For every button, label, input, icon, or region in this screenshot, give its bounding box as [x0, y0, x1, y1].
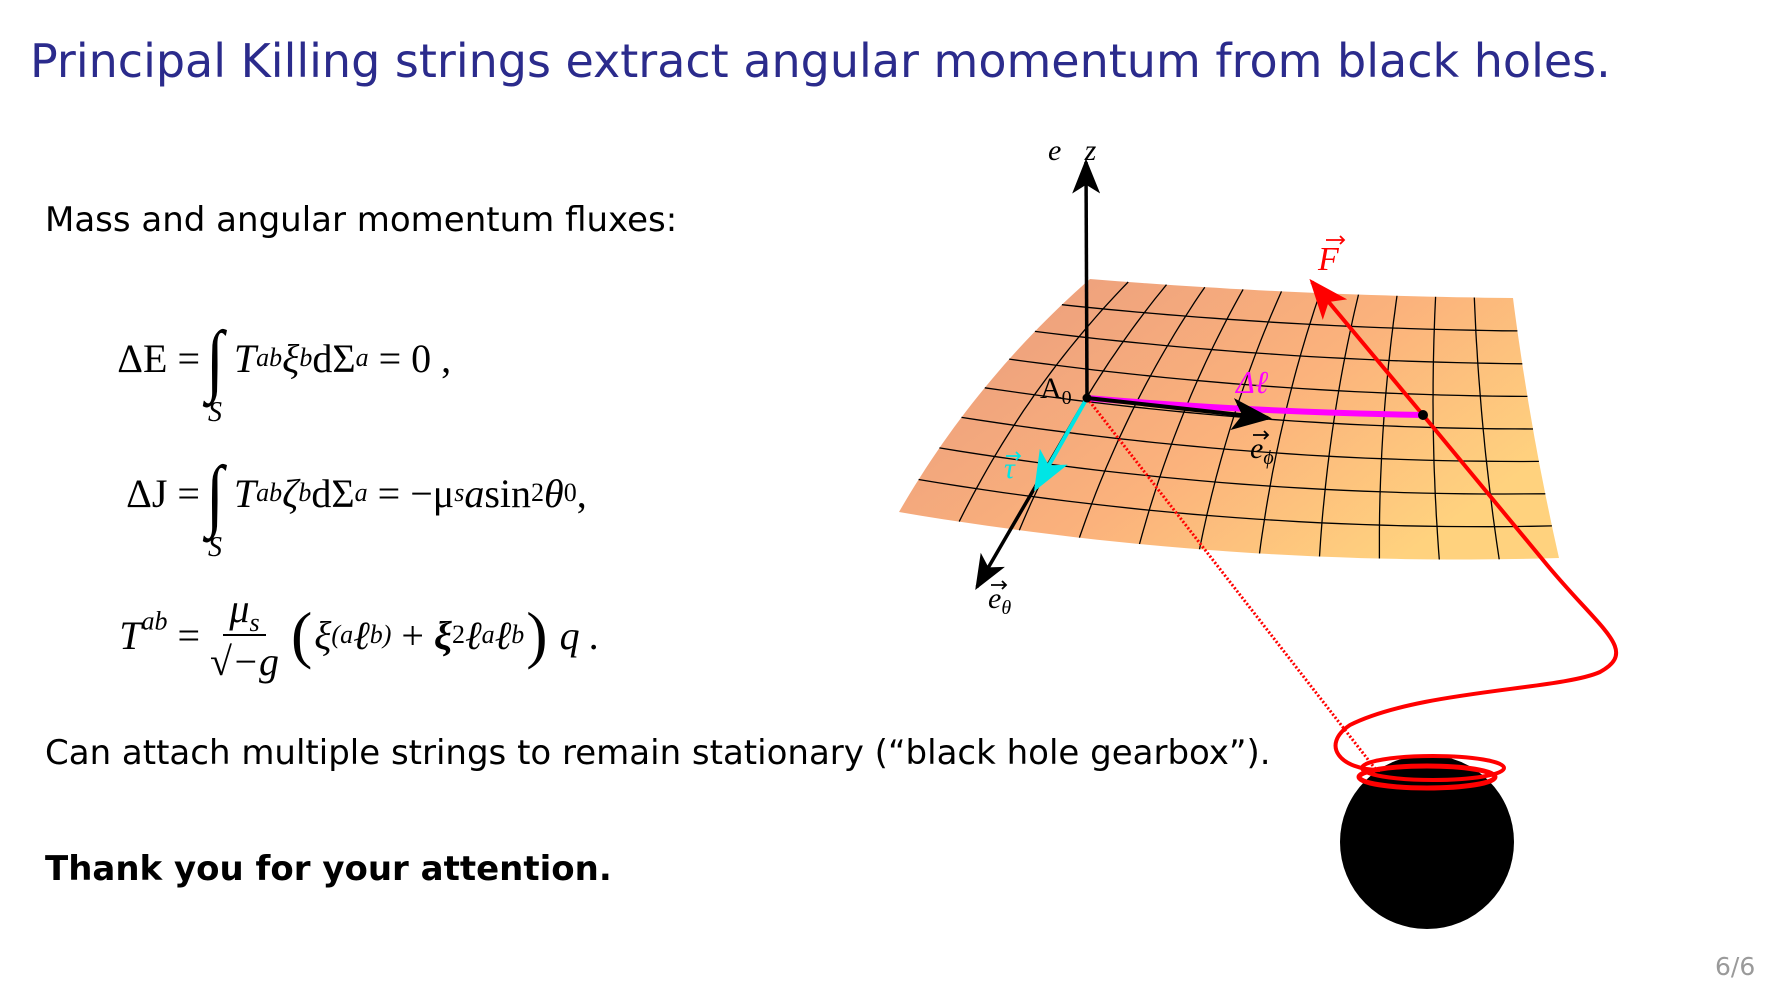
a0-label: A0: [1040, 372, 1072, 409]
integral-limit: S: [207, 532, 222, 563]
integral: ∫S: [204, 451, 226, 563]
surface-grid: [918, 281, 1552, 560]
grid-line-theta: [918, 478, 1552, 528]
black-hole: [1340, 755, 1514, 929]
right-paren: ): [526, 599, 548, 670]
eq-term: ,: [576, 470, 587, 516]
eq-term: dΣ: [312, 335, 356, 381]
fraction-denominator: √−g: [210, 639, 279, 684]
red-string: [1333, 413, 1619, 772]
eq-term: μ: [229, 586, 250, 631]
delta-l-label: Δℓ: [1234, 364, 1269, 400]
tau-label: τ: [1004, 452, 1016, 485]
eq-rhs: = −μ: [377, 470, 455, 516]
force-arrow: [1309, 278, 1425, 417]
eq-term: =: [167, 612, 200, 658]
eq-term: ζ: [282, 470, 299, 516]
eq-term: ξ: [282, 335, 300, 381]
origin-dot: [1082, 393, 1092, 403]
ephi-axis-arrow: [1086, 396, 1272, 430]
vector-hat-icon: [1006, 451, 1022, 461]
force-label: F: [1317, 241, 1340, 278]
eq-term: T: [233, 335, 257, 381]
eq-term: ℓ: [464, 612, 482, 658]
remark-text: Can attach multiple strings to remain st…: [45, 733, 1271, 773]
eq-term: T: [233, 470, 257, 516]
vector-hat-icon: [1253, 430, 1270, 440]
etheta-label: eθ: [988, 582, 1011, 619]
ez-label: e⃗z: [1048, 134, 1097, 167]
eq-term: +: [391, 612, 434, 658]
integral-sign: ∫: [206, 316, 224, 404]
left-paren: (: [290, 599, 313, 670]
fraction-numerator: μs: [223, 585, 266, 638]
grid-line-theta: [1034, 330, 1523, 365]
endpoint-dot: [1418, 410, 1428, 420]
eq-lhs: Tab =: [95, 608, 200, 659]
vector-hat-icon: [1326, 235, 1346, 245]
thanks-text: Thank you for your attention.: [45, 849, 612, 889]
integral: ∫S: [204, 316, 226, 428]
eq-sub: s: [249, 608, 260, 638]
eq-sup: ab: [141, 606, 168, 635]
eq-term: ξ: [314, 612, 332, 658]
eq-term: dΣ: [311, 470, 355, 516]
grid-line-theta: [961, 416, 1539, 463]
eq-term: q .: [549, 612, 600, 658]
eq-rhs: = 0 ,: [378, 335, 452, 381]
slide-title: Principal Killing strings extract angula…: [30, 34, 1611, 88]
intro-text: Mass and angular momentum fluxes:: [45, 200, 678, 240]
eq-term: θ: [544, 470, 564, 516]
page-number: 6/6: [1715, 952, 1756, 981]
eq-lhs: ΔJ =: [126, 470, 200, 516]
integral-limit: S: [207, 397, 222, 428]
eq-lhs: ΔE =: [117, 335, 200, 381]
string-ring: [1356, 763, 1498, 791]
eq-term: ξ: [433, 612, 452, 658]
grid-line-theta: [1009, 358, 1528, 398]
vector-hat-icon: [991, 580, 1008, 590]
integral-sign: ∫: [206, 451, 224, 539]
ephi-label: eϕ: [1250, 432, 1274, 469]
eq-term: sin: [484, 470, 532, 516]
eq-term: ℓ: [353, 612, 370, 658]
eq-term: a: [464, 470, 485, 516]
dotted-string-line: [1085, 397, 1382, 776]
eq-term: ℓ: [494, 612, 512, 658]
fraction: μs √−g: [210, 585, 279, 685]
eq-term: T: [119, 612, 142, 658]
tau-arrow: [1034, 397, 1089, 492]
grid-line-theta: [1061, 304, 1518, 332]
ez-axis-arrow: [1072, 158, 1101, 399]
